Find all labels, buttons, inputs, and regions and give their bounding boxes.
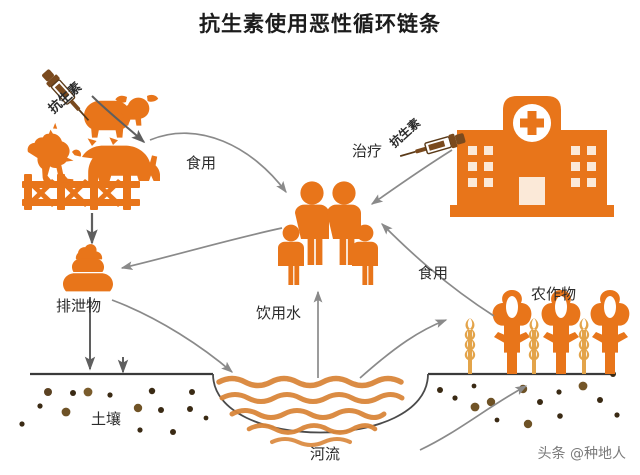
arrow-crops-to-family — [381, 223, 495, 317]
label-eat-crops: 食用 — [418, 264, 449, 282]
hospital-icon — [450, 96, 614, 217]
ground-layer — [19, 371, 620, 447]
page-title: 抗生素使用恶性循环链条 — [199, 12, 441, 36]
syringe-icon-hospital — [399, 133, 466, 157]
label-treatment: 治疗 — [352, 142, 383, 160]
arrow-family-to-excrement — [120, 227, 283, 270]
arrow-excrement-to-river — [111, 299, 234, 373]
soil-icon — [19, 387, 209, 435]
arrow-soil-to-crops — [419, 385, 528, 451]
family-icon — [278, 181, 378, 285]
livestock-group — [22, 94, 160, 210]
soil-icon-right — [437, 371, 620, 429]
label-crops: 农作物 — [531, 285, 577, 303]
arrow-river-to-crops — [359, 319, 448, 379]
label-soil: 土壤 — [91, 410, 122, 428]
river-icon — [216, 375, 405, 447]
arrow-hospital-to-family — [370, 149, 453, 205]
syringe-icon-farm — [42, 69, 90, 121]
fence-icon — [22, 174, 140, 210]
arrow-syringe-to-livestock — [91, 95, 146, 144]
watermark: 头条 @种地人 — [537, 446, 626, 462]
label-river: 河流 — [310, 445, 341, 463]
label-excrement: 排泄物 — [56, 297, 102, 315]
label-drinking-water: 饮用水 — [256, 304, 302, 322]
label-eat-livestock: 食用 — [186, 154, 217, 172]
sheep-icon — [84, 94, 159, 138]
pig-icon — [72, 137, 160, 181]
arrow-livestock-to-family — [149, 132, 287, 194]
chicken-icon — [27, 122, 74, 186]
crops-icon — [464, 290, 630, 374]
excrement-icon — [62, 244, 113, 292]
flow-arrows — [84, 95, 528, 451]
